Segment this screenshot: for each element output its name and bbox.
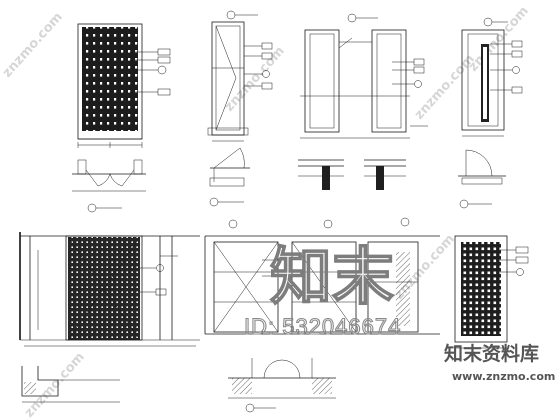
watermark-id: ID: 532046674 xyxy=(244,314,401,339)
watermark-brand: 知末资料库 xyxy=(444,342,539,365)
door-elevation-4 xyxy=(461,17,523,137)
section-detail-left xyxy=(21,366,120,403)
door-elevation-3 xyxy=(300,13,428,139)
door-elevation-grille-right xyxy=(454,235,529,349)
plan-detail-1 xyxy=(72,159,146,213)
section-detail-center xyxy=(228,358,336,413)
watermark-url: www.znzmo.com xyxy=(452,370,555,383)
wide-elevation-left xyxy=(19,232,200,347)
plan-detail-3 xyxy=(298,159,406,190)
door-elevation-2 xyxy=(207,10,273,142)
watermark-overlay: 知末 ID: 532046674 知末资料库 www.znzmo.com xyxy=(243,239,555,383)
plan-detail-2 xyxy=(209,147,250,207)
diagonal-watermark: znzmo.com xyxy=(222,44,288,115)
diagonal-watermark: znzmo.com xyxy=(466,4,532,75)
plan-detail-4 xyxy=(458,149,506,209)
leader-tags xyxy=(130,48,171,96)
door-elevation-1 xyxy=(77,23,171,148)
diagonal-watermark: znzmo.com xyxy=(0,10,66,81)
wide-elevation-middle xyxy=(204,217,440,335)
watermark-logo: 知末 xyxy=(270,240,394,313)
